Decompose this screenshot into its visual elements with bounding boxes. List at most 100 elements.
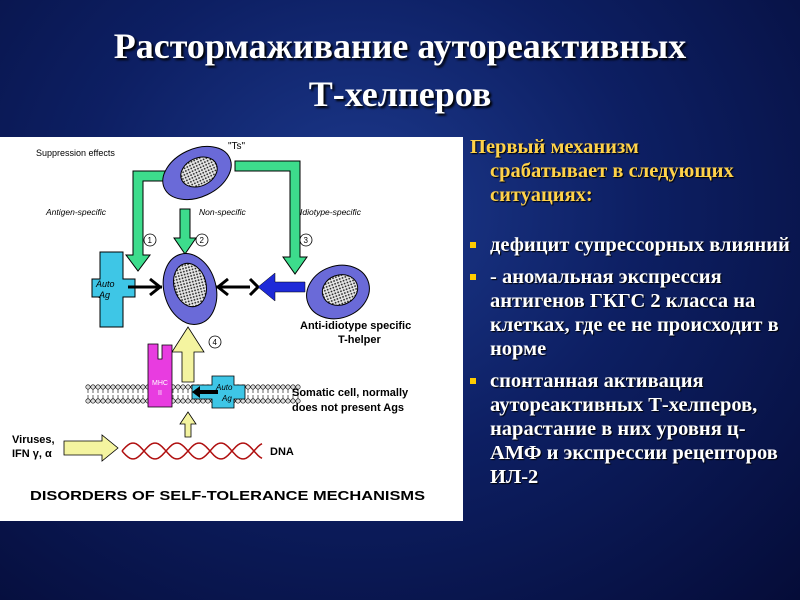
lipid-head xyxy=(95,398,101,404)
lipid-head xyxy=(135,398,141,404)
autoreactive-t-helper-cell xyxy=(162,253,218,325)
suppression-arrows xyxy=(125,160,308,275)
ts-label: "Ts" xyxy=(228,141,246,152)
auto-ag-label-2: Ag xyxy=(98,290,110,300)
lipid-head xyxy=(250,398,256,404)
suppression-effects-label: Suppression effects xyxy=(36,148,115,158)
lipid-head xyxy=(245,384,251,390)
lipid-head xyxy=(105,384,111,390)
list-item-text: дефицит супрессорных влияний xyxy=(490,234,790,256)
activation-arrow xyxy=(171,326,205,383)
lipid-head xyxy=(175,384,181,390)
lipid-head xyxy=(185,384,191,390)
anti-idiotype-label-2: T-helper xyxy=(338,334,382,346)
lipid-head xyxy=(115,384,121,390)
bullet-icon xyxy=(470,378,476,384)
lipid-head xyxy=(265,398,271,404)
mechanism-intro-line-2: срабатывает в следующих ситуациях: xyxy=(490,160,734,206)
ts-cell xyxy=(162,145,232,201)
somatic-cell-label-1: Somatic cell, normally xyxy=(292,387,409,399)
number-4: 4 xyxy=(213,338,218,347)
lipid-head xyxy=(280,384,286,390)
lipid-head xyxy=(235,398,241,404)
somatic-cell-label-2: does not present Ags xyxy=(292,402,404,414)
slide-title: Растормаживание аутореактивных Т-хелперо… xyxy=(0,22,800,118)
lipid-head xyxy=(250,384,256,390)
lipid-head xyxy=(180,384,186,390)
list-item-text: - аномальная экспрессия антигенов ГКГС 2… xyxy=(490,266,779,360)
mhc-label-1: MHC xyxy=(152,380,168,387)
lipid-head xyxy=(270,384,276,390)
lipid-head xyxy=(285,384,291,390)
lipid-head xyxy=(115,398,121,404)
auto-ag-antigen xyxy=(91,251,136,328)
mhc-ii-molecule xyxy=(147,343,173,408)
lipid-head xyxy=(130,398,136,404)
mhc-label-2: II xyxy=(158,390,162,397)
lipid-head xyxy=(125,384,131,390)
lipid-head xyxy=(100,398,106,404)
viruses-label-1: Viruses, xyxy=(12,434,55,446)
lipid-head xyxy=(270,398,276,404)
lipid-head xyxy=(205,398,211,404)
lipid-head xyxy=(285,398,291,404)
membrane-auto-ag xyxy=(191,375,246,409)
lipid-head xyxy=(240,398,246,404)
expression-arrow xyxy=(179,411,197,438)
self-tolerance-diagram: Suppression effects "Ts" Antigen-specifi… xyxy=(0,137,463,521)
membrane-auto-ag-label-2: Ag xyxy=(221,394,232,403)
list-item: спонтанная активация аутореактивных Т-хе… xyxy=(470,369,792,489)
lipid-head xyxy=(195,398,201,404)
lipid-head xyxy=(265,384,271,390)
lipid-head xyxy=(275,398,281,404)
number-marker-3: 3 xyxy=(299,233,313,247)
idiotype-specific-label: Idiotype-specific xyxy=(300,207,362,217)
bullet-icon xyxy=(470,274,476,280)
dna-helix xyxy=(121,442,263,460)
number-marker-1: 1 xyxy=(143,233,157,247)
figure-caption: DISORDERS OF SELF-TOLERANCE MECHANISMS xyxy=(30,488,425,503)
lipid-head xyxy=(110,384,116,390)
anti-idiotype-arrow xyxy=(257,272,306,302)
viruses-label-2: IFN γ, α xyxy=(12,448,52,460)
lipid-head xyxy=(90,398,96,404)
lipid-head xyxy=(120,398,126,404)
lipid-head xyxy=(135,384,141,390)
mechanism-list: дефицит супрессорных влияний - аномальна… xyxy=(470,233,792,489)
number-marker-2: 2 xyxy=(195,233,209,247)
slide-title-line-1: Растормаживание аутореактивных xyxy=(113,26,687,66)
lipid-head xyxy=(95,384,101,390)
lipid-head xyxy=(260,384,266,390)
membrane-auto-ag-label-1: Auto xyxy=(215,383,233,392)
lipid-head xyxy=(85,398,91,404)
list-item-text: спонтанная активация аутореактивных Т-хе… xyxy=(490,370,778,488)
list-item: - аномальная экспрессия антигенов ГКГС 2… xyxy=(470,265,792,361)
mechanism-intro: Первый механизм срабатывает в следующих … xyxy=(470,135,792,207)
list-item: дефицит супрессорных влияний xyxy=(470,233,792,257)
bullet-icon xyxy=(470,242,476,248)
anti-idiotype-t-helper-cell xyxy=(306,264,370,320)
lipid-head xyxy=(110,398,116,404)
lipid-head xyxy=(125,398,131,404)
lipid-head xyxy=(90,384,96,390)
anti-idiotype-label-1: Anti-idiotype specific xyxy=(300,320,411,332)
auto-ag-label-1: Auto xyxy=(95,279,115,289)
lipid-head xyxy=(245,398,251,404)
lipid-head xyxy=(130,384,136,390)
lipid-head xyxy=(100,384,106,390)
lipid-head xyxy=(260,398,266,404)
lipid-head xyxy=(140,398,146,404)
number-2: 2 xyxy=(200,236,205,245)
lipid-head xyxy=(190,398,196,404)
lipid-head xyxy=(175,398,181,404)
lipid-head xyxy=(85,384,91,390)
non-specific-label: Non-specific xyxy=(199,207,247,217)
lipid-head xyxy=(280,398,286,404)
number-3: 3 xyxy=(304,236,309,245)
viruses-arrow xyxy=(63,434,119,462)
lipid-head xyxy=(140,384,146,390)
lipid-head xyxy=(120,384,126,390)
lipid-head xyxy=(255,384,261,390)
lipid-head xyxy=(200,398,206,404)
antigen-specific-label: Antigen-specific xyxy=(45,207,107,217)
